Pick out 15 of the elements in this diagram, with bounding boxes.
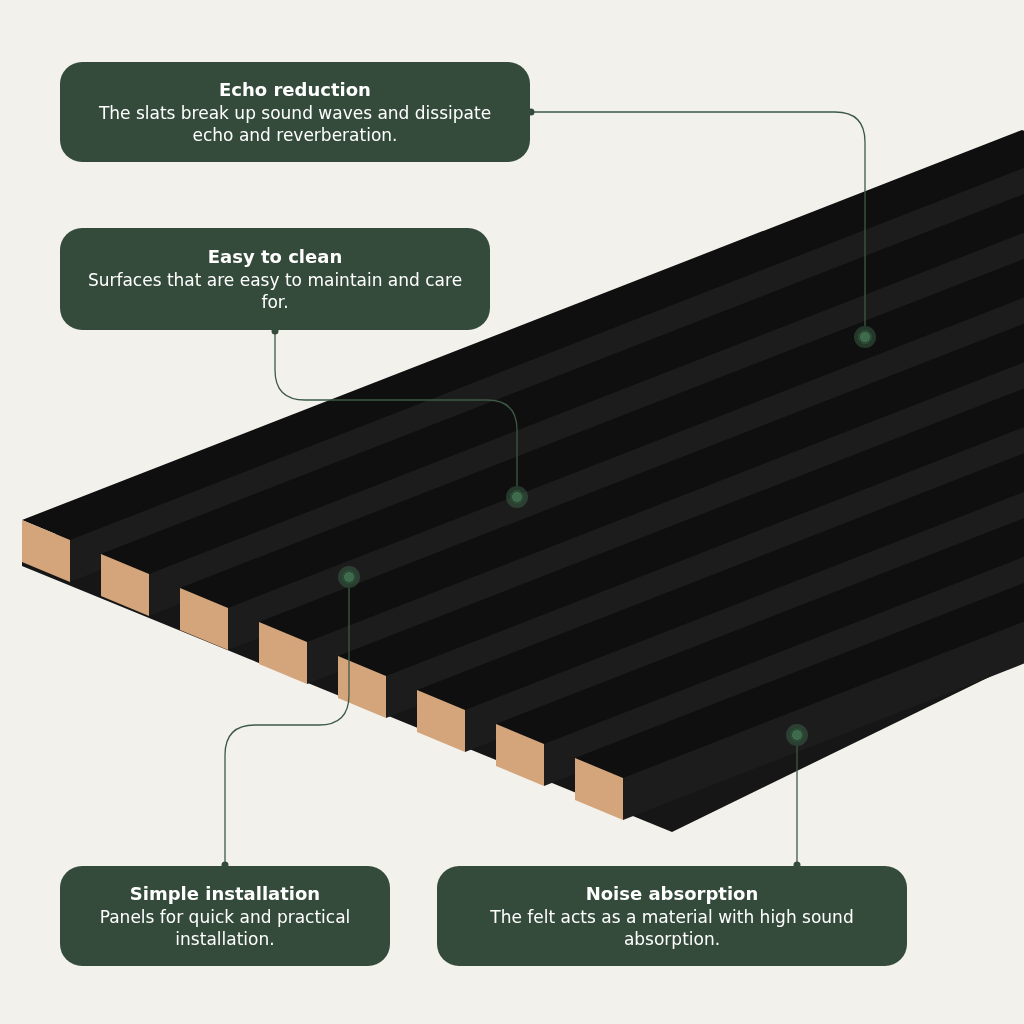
leader-line [221, 587, 350, 869]
leader-line [793, 745, 801, 869]
callout-box [60, 62, 530, 162]
callout-box [437, 866, 907, 966]
callout-heading: Echo reduction [219, 78, 371, 102]
callout-text: The felt acts as a material with high sound absorption. [489, 906, 855, 950]
callout-box [60, 866, 390, 966]
callout-box [60, 228, 490, 330]
callout-text: Panels for quick and practical installation. [98, 906, 352, 950]
leader-line [271, 327, 518, 487]
callout-heading: Noise absorption [585, 882, 759, 906]
callout-text: The slats break up sound waves and dissipate echo and reverberation. [97, 102, 493, 146]
callout-heading: Simple installation [129, 882, 321, 906]
callout-heading: Easy to clean [207, 245, 343, 269]
callout-text: Surfaces that are easy to maintain and care for. [86, 269, 464, 313]
